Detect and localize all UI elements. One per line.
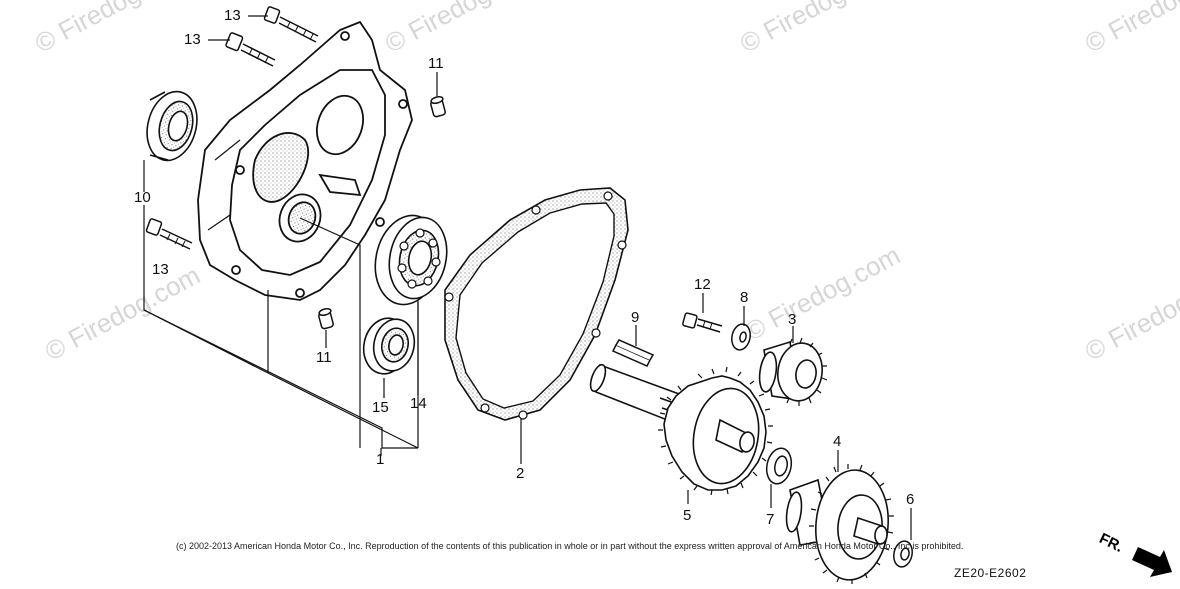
callout-11-upper: 11 — [428, 55, 444, 72]
diagram-code: ZE20-E2602 — [954, 566, 1027, 580]
callout-4: 4 — [833, 433, 842, 450]
front-direction-arrow — [1132, 547, 1172, 577]
gasket-2 — [444, 187, 629, 421]
callout-5: 5 — [683, 507, 692, 524]
feather-key-9 — [611, 339, 655, 367]
callout-14: 14 — [410, 395, 427, 412]
callout-13-middle: 13 — [184, 31, 201, 48]
callout-9: 9 — [631, 309, 640, 326]
flange-bolt-13-middle — [225, 32, 276, 67]
callout-10: 10 — [134, 189, 151, 206]
reduction-case-cover-1 — [197, 20, 413, 301]
callout-8: 8 — [740, 289, 749, 306]
copyright-notice: (c) 2002-2013 American Honda Motor Co., … — [176, 541, 964, 551]
callout-6: 6 — [906, 491, 915, 508]
flange-bolt-13-lower — [145, 218, 193, 250]
flange-bolt-13-top — [263, 6, 319, 43]
callout-12: 12 — [694, 276, 711, 293]
washer-6 — [893, 540, 913, 568]
washer-7 — [765, 447, 793, 485]
callout-15: 15 — [372, 399, 389, 416]
dowel-pin-11-lower — [318, 307, 334, 330]
callout-2: 2 — [516, 465, 525, 482]
pinion-gear-3 — [758, 337, 828, 406]
callout-11-lower: 11 — [316, 349, 332, 366]
radial-bearing-14 — [374, 214, 448, 306]
callout-3: 3 — [788, 311, 797, 328]
flange-bolt-12 — [682, 312, 723, 333]
callout-13-lower: 13 — [152, 261, 169, 278]
oil-seal-10 — [146, 90, 198, 162]
dowel-pin-11-upper — [430, 95, 446, 118]
washer-8 — [731, 323, 751, 351]
callout-13-top: 13 — [224, 7, 241, 24]
callout-1: 1 — [376, 451, 385, 468]
counter-gear-4 — [785, 464, 894, 584]
leader-lines — [143, 15, 912, 540]
shaft-gear-5 — [589, 363, 773, 496]
callout-7: 7 — [766, 511, 775, 528]
radial-bearing-15 — [362, 317, 416, 375]
